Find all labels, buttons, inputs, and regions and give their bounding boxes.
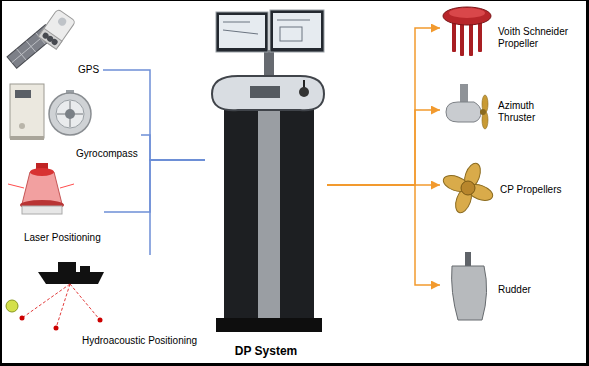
voith-schneider-icon-part (443, 7, 491, 25)
hydroacoustic-icon-part (70, 284, 100, 320)
node-label: Voith Schneider Propeller (498, 26, 580, 50)
hydroacoustic-icon-part (6, 300, 18, 312)
voith-schneider-icon (443, 7, 491, 56)
connector (141, 135, 205, 160)
node-label: Laser Positioning (24, 232, 101, 244)
hydroacoustic-icon-part (38, 272, 104, 284)
laser-positioning-icon-part (30, 168, 54, 176)
rudder-icon-part (452, 266, 487, 320)
dp-console-icon-part (270, 10, 324, 52)
dp-console-icon-part (216, 318, 322, 332)
dp-console-icon-part (223, 22, 250, 23)
laser-positioning-icon (8, 163, 74, 214)
connector (327, 185, 440, 285)
hydroacoustic-icon-part (20, 316, 25, 321)
node-label: Azimuth Thruster (498, 100, 553, 124)
azimuth-thruster-icon-part (460, 84, 468, 104)
gyrocompass-icon (10, 84, 91, 140)
dp-console-icon-part (273, 13, 321, 48)
dp-console-icon-part (250, 86, 280, 98)
hydroacoustic-icon-part (80, 266, 90, 272)
hydroacoustic-icon-part (98, 318, 103, 323)
dp-console-icon-part (223, 30, 258, 34)
gps-satellite-icon-part (12, 30, 50, 62)
rudder-icon-part (465, 252, 471, 266)
azimuth-thruster-icon-part (446, 102, 481, 122)
gyrocompass-icon-part (10, 136, 44, 140)
voith-schneider-icon-part (478, 20, 482, 52)
hydroacoustic-icon-part (22, 284, 70, 318)
connector (103, 70, 205, 160)
actuator-node: Voith Schneider Propeller (440, 4, 583, 60)
gps-satellite-icon-part (50, 38, 58, 46)
laser-positioning-icon-part (8, 184, 24, 188)
actuator-node: Rudder (440, 250, 534, 322)
gyrocompass-icon-part (10, 84, 44, 138)
cp-propeller-icon-part (461, 181, 475, 195)
gyrocompass-icon-part (65, 109, 75, 119)
gps-satellite-icon-part (57, 16, 68, 27)
connector (327, 110, 440, 185)
laser-positioning-icon-part (60, 184, 74, 188)
hydroacoustic-icon-part (56, 284, 70, 328)
connector (327, 28, 440, 185)
dp-console-icon (212, 10, 324, 332)
node-label: Hydroacoustic Positioning (82, 335, 197, 347)
sensor-node: Hydroacoustic Positioning (4, 255, 201, 349)
voith-schneider-icon-part (449, 8, 485, 18)
dp-console-icon-part (216, 12, 268, 52)
sensor-node: GPS (4, 8, 103, 78)
gps-satellite-icon-part (38, 28, 62, 49)
dp-console-icon-part (258, 108, 280, 320)
sensor-node: Gyrocompass (6, 80, 141, 162)
voith-schneider-icon-part (452, 20, 456, 52)
dp-console-icon-part (212, 76, 324, 110)
actuator-node: Azimuth Thruster (440, 82, 556, 138)
voith-schneider-icon-part (469, 22, 473, 56)
node-label: Rudder (498, 284, 531, 296)
gyrocompass-icon-part (19, 123, 25, 129)
node-label: GPS (78, 64, 99, 76)
gyrocompass-icon-part (15, 90, 31, 98)
dp-console-icon-part (264, 50, 274, 78)
dp-console-icon-part (277, 20, 310, 21)
hydroacoustic-icon-part (58, 262, 76, 272)
actuator-node: CP Propellers (440, 160, 565, 216)
cp-propeller-icon (441, 161, 495, 215)
gps-satellite-icon-part (38, 9, 76, 49)
connector (150, 160, 205, 255)
dp-console-icon-part (299, 87, 309, 97)
dp-console-node: DP System (205, 6, 327, 360)
dp-console-icon-part (224, 108, 314, 320)
sensor-node: Laser Positioning (16, 160, 104, 246)
laser-positioning-icon-part (22, 172, 62, 204)
laser-positioning-icon-part (22, 206, 62, 214)
node-label: CP Propellers (500, 184, 562, 196)
dp-console-icon-part (219, 15, 265, 48)
gyrocompass-icon-part (49, 93, 91, 135)
node-label: Gyrocompass (76, 148, 138, 160)
node-label: DP System (235, 344, 297, 358)
hydroacoustic-icon (6, 262, 104, 331)
gps-satellite-icon (7, 9, 76, 69)
azimuth-thruster-icon (446, 84, 488, 129)
voith-schneider-icon-part (460, 22, 464, 56)
hydroacoustic-icon-part (54, 326, 59, 331)
dp-console-icon-part (280, 27, 302, 41)
azimuth-thruster-icon-part (480, 109, 486, 115)
connector (104, 160, 205, 212)
gps-satellite-icon-part (38, 9, 76, 49)
gyrocompass-icon-part (56, 100, 84, 128)
rudder-icon (452, 252, 487, 320)
